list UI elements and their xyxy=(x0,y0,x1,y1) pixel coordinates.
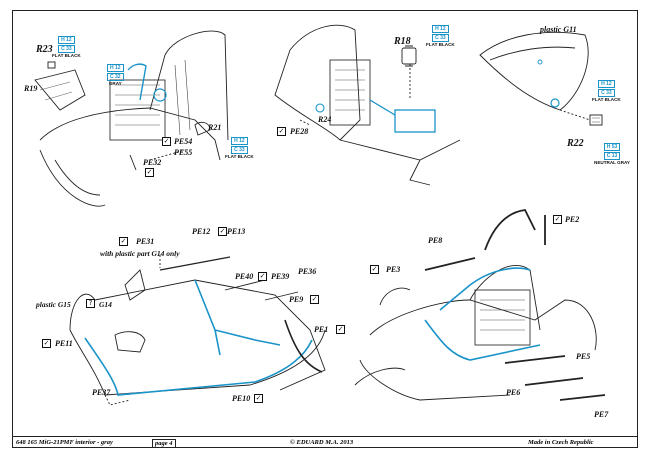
label-r18: R18 xyxy=(394,36,411,47)
paint-code: C 33 xyxy=(231,146,248,154)
paint-code: H 12 xyxy=(107,64,124,72)
paint-callout-flat-black-4: H 12 C 33 FLAT BLACK xyxy=(592,80,621,103)
bend-icon-pe28: ✓ xyxy=(277,127,286,136)
label-pe40: PE40 xyxy=(235,272,254,281)
label-pe36: PE36 xyxy=(298,267,317,276)
bend-icon-pe1: ✓ xyxy=(336,325,345,334)
note-g14: G14 xyxy=(99,300,112,309)
bend-icon-pe9: ✓ xyxy=(310,295,319,304)
paint-name: FLAT BLACK xyxy=(426,42,455,47)
label-pe8: PE8 xyxy=(428,236,443,245)
paint-callout-flat-black-1: H 12 C 33 FLAT BLACK xyxy=(52,36,81,59)
bend-icon-pe39: ✓ xyxy=(258,272,267,281)
paint-code: H 12 xyxy=(231,137,248,145)
bend-icon-pe31: ✓ xyxy=(119,237,128,246)
label-pe7: PE7 xyxy=(594,410,609,419)
label-r22: R22 xyxy=(567,138,584,149)
label-pe9: PE9 xyxy=(289,295,304,304)
product-name: 648 165 MiG-21PMF interior - gray xyxy=(16,439,113,446)
page-number: page 4 xyxy=(152,439,176,448)
paint-code: H 12 xyxy=(598,80,615,88)
bend-icon-pe10: ✓ xyxy=(254,394,263,403)
label-pe6: PE6 xyxy=(506,388,521,397)
label-pe5: PE5 xyxy=(576,352,591,361)
label-pe3: PE3 xyxy=(386,265,401,274)
paint-code: H 12 xyxy=(432,25,449,33)
paint-callout-neutral-gray: H 53 C 13 NEUTRAL GRAY xyxy=(594,143,630,166)
paint-callout-gray-1: H 12 C 32 GRAY xyxy=(107,64,124,87)
paint-name: FLAT BLACK xyxy=(592,97,621,102)
copyright: © EDUARD M.A. 2013 xyxy=(290,439,354,446)
canopy-part-g11 xyxy=(479,31,603,126)
paint-code: C 33 xyxy=(598,89,615,97)
label-pe1: PE1 xyxy=(314,325,329,334)
paint-name: NEUTRAL GRAY xyxy=(594,160,630,165)
label-pe54: PE54 xyxy=(174,137,193,146)
bend-icon-pe3: ✓ xyxy=(370,265,379,274)
question-icon-g15: ? xyxy=(86,299,95,308)
label-pe11: PE11 xyxy=(55,339,73,348)
paint-code: C 13 xyxy=(603,152,621,160)
label-pe2: PE2 xyxy=(565,215,580,224)
note-plastic-g15: plastic G15 xyxy=(36,300,71,309)
label-r23: R23 xyxy=(36,44,53,55)
label-pe12: PE12 xyxy=(192,227,211,236)
paint-name: GRAY xyxy=(108,81,122,86)
paint-code: C 32 xyxy=(107,73,124,81)
label-pe10: PE10 xyxy=(232,394,251,403)
instruction-sheet xyxy=(12,10,638,448)
label-pe31: PE31 xyxy=(136,237,155,246)
bend-icon-pe2: ✓ xyxy=(553,215,562,224)
label-pe13: PE13 xyxy=(227,227,246,236)
sheet-footer: 648 165 MiG-21PMF interior - gray page 4… xyxy=(12,436,638,449)
paint-code: C 33 xyxy=(58,45,75,53)
canopy-frame-left xyxy=(69,255,326,406)
cockpit-rear-view-middle xyxy=(274,24,461,186)
label-r19: R19 xyxy=(24,84,38,93)
paint-callout-flat-black-3: H 12 C 33 FLAT BLACK xyxy=(426,25,455,48)
label-pe37: PE37 xyxy=(92,388,111,397)
paint-name: FLAT BLACK xyxy=(225,154,254,159)
label-r21: R21 xyxy=(208,123,222,132)
label-plastic-g11: plastic G11 xyxy=(540,25,577,34)
paint-code: C 33 xyxy=(432,34,449,42)
label-pe28: PE28 xyxy=(290,127,309,136)
paint-code: H 53 xyxy=(603,143,621,151)
label-pe55: PE55 xyxy=(174,148,193,157)
bend-icon-pe11: ✓ xyxy=(42,339,51,348)
note-with-plastic: with plastic part G14 only xyxy=(100,249,180,258)
bend-icon-pe32: ✓ xyxy=(145,168,154,177)
label-r24: R24 xyxy=(318,115,332,124)
label-pe32: PE32 xyxy=(143,158,162,167)
origin: Made in Czech Republic xyxy=(528,439,594,446)
paint-callout-flat-black-2: H 12 C 33 FLAT BLACK xyxy=(225,137,254,160)
bend-icon-pe54: ✓ xyxy=(162,137,171,146)
cockpit-side-view-right xyxy=(354,209,606,401)
paint-name: FLAT BLACK xyxy=(52,53,81,58)
cockpit-front-view-left xyxy=(34,30,229,207)
bend-icon-pe13: ✓ xyxy=(218,227,227,236)
paint-code: H 12 xyxy=(58,36,75,44)
label-pe39: PE39 xyxy=(271,272,290,281)
